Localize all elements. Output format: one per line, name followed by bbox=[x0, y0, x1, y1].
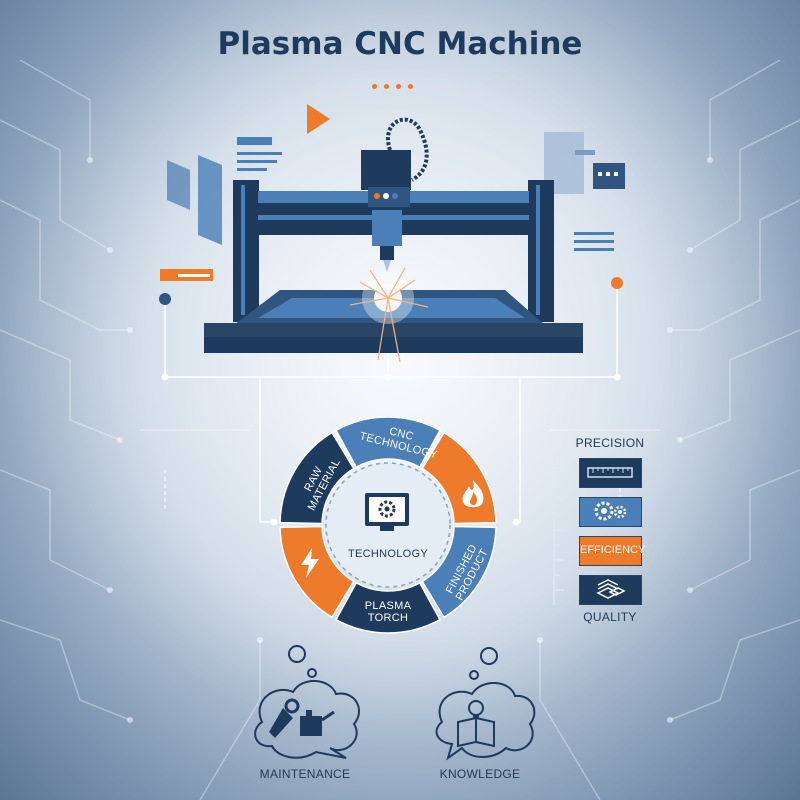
ruler-icon bbox=[587, 467, 633, 478]
play-icon bbox=[307, 104, 330, 134]
title-dots bbox=[372, 76, 428, 89]
quality-label: QUALITY bbox=[583, 610, 637, 624]
cycle-segment bbox=[421, 525, 497, 619]
gears-icon bbox=[594, 501, 627, 521]
cycle-segment bbox=[335, 416, 441, 469]
maintenance-label: MAINTENANCE bbox=[259, 767, 351, 781]
cycle-segment bbox=[279, 431, 355, 525]
knowledge-bubble bbox=[435, 647, 536, 761]
deco-panels bbox=[159, 104, 625, 305]
wrench-oilcan-icon bbox=[269, 698, 335, 738]
knowledge-label: KNOWLEDGE bbox=[439, 767, 521, 781]
cycle-center-label: TECHNOLOGY bbox=[347, 548, 428, 560]
flame-icon bbox=[462, 480, 484, 508]
connector-dots bbox=[161, 373, 621, 526]
segment-label-plasma-torch: PLASMA TORCH bbox=[364, 600, 412, 624]
cycle-wheel bbox=[279, 416, 497, 634]
stack-box bbox=[579, 575, 642, 605]
cycle-segment bbox=[335, 581, 441, 634]
gears-box bbox=[579, 497, 642, 527]
monitor-gear-icon bbox=[365, 493, 409, 531]
side-panel-ticks bbox=[553, 455, 564, 605]
cycle-segment bbox=[279, 525, 355, 619]
maintenance-bubble bbox=[254, 645, 360, 759]
precision-label: PRECISION bbox=[575, 436, 645, 450]
lightning-icon bbox=[301, 548, 319, 578]
cnc-machine-illustration bbox=[204, 117, 583, 363]
page-title: Plasma CNC Machine bbox=[217, 26, 583, 62]
book-lightbulb-icon bbox=[457, 700, 495, 748]
precision-ruler-box bbox=[579, 458, 642, 488]
stack-icon bbox=[596, 579, 626, 599]
efficiency-box: EFFICIENCY bbox=[579, 536, 645, 566]
